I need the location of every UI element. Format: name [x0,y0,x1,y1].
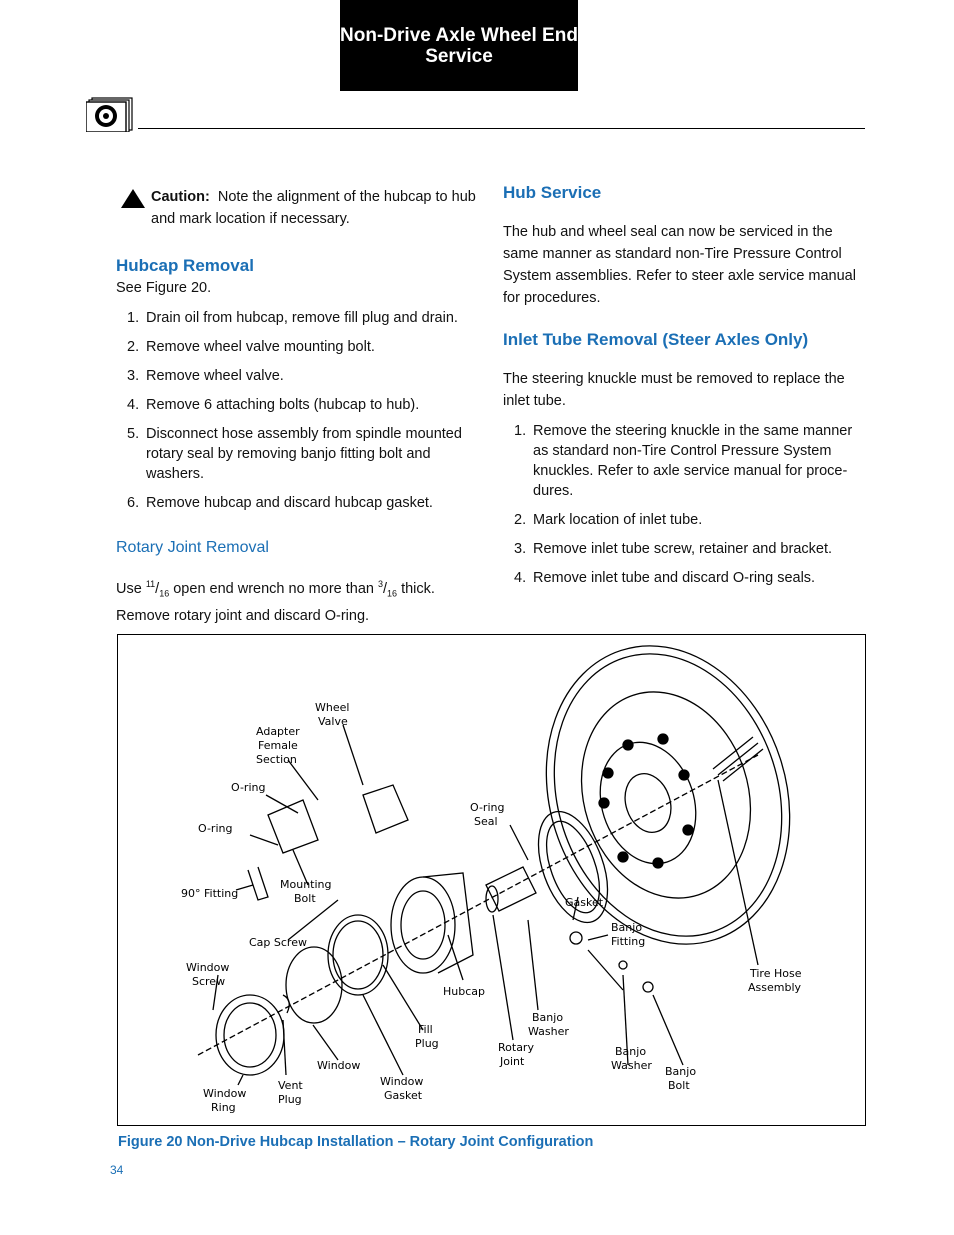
list-item: 4.Remove inlet tube and discard O-ring s… [514,570,816,586]
rotary-joint-heading: Rotary Joint Removal [116,539,269,556]
list-item: 2.Remove wheel valve mounting bolt. [127,339,375,355]
inlet-tube-text: The steering knuckle must be removed to … [503,371,845,409]
caution-text: Note the alignment of the hubcap to hub … [151,189,476,227]
section-title-box: Non-Drive Axle Wheel End Service [340,0,578,91]
wheel-logo-icon [86,97,133,132]
section-title-line2: Service [425,45,493,67]
list-item: 4.Remove 6 attaching bolts (hubcap to hu… [127,397,420,413]
right-column: Hub Service The hub and wheel seal can n… [503,182,858,588]
caution-label: Caution: [151,189,210,205]
rotary-joint-text: Use 11/16 open end wrench no more than 3… [116,579,435,624]
label-hubcap: Hubcap [443,985,485,998]
label-window: Window [317,1059,360,1072]
hubcap-removal-heading: Hubcap Removal [116,256,254,275]
list-item: 5.Disconnect hose assembly from spindle … [127,426,462,482]
inlet-steps: 1.Remove the steering knuckle in the sam… [503,421,858,588]
list-item: 6.Remove hubcap and discard hubcap gaske… [127,495,433,511]
hubcap-steps: 1.Drain oil from hubcap, remove fill plu… [116,308,476,513]
hub-service-text: The hub and wheel seal can now be servic… [503,224,856,306]
left-column: Caution: Note the alignment of the hubca… [116,186,476,627]
page-number: 34 [110,1163,124,1177]
wheel-disc [545,645,791,945]
list-item: 2.Mark location of inlet tube. [514,512,703,528]
hub-service-heading: Hub Service [503,183,602,202]
list-item: 3.Remove wheel valve. [127,368,284,384]
inlet-tube-heading: Inlet Tube Removal (Steer Axles Only) [503,330,809,349]
label-90-fitting: 90° Fitting [181,887,238,900]
list-item: 1.Drain oil from hubcap, remove fill plu… [127,310,458,326]
list-item: 1.Remove the steering knuckle in the sam… [514,423,853,499]
label-cap-screw: Cap Screw [249,936,307,949]
warning-triangle-icon [121,189,145,208]
list-item: 3.Remove inlet tube screw, retainer and … [514,541,833,557]
label-oring-2: O-ring [198,822,232,835]
figure-caption: Figure 20 Non-Drive Hubcap Installation … [118,1134,594,1150]
header-rule [138,128,865,129]
label-gasket: Gasket [565,896,604,909]
section-title-line1: Non-Drive Axle Wheel End [340,24,578,46]
caution-note: Caution: Note the alignment of the hubca… [116,186,476,230]
label-oring-1: O-ring [231,781,265,794]
hubcap-see-figure: See Figure 20. [116,280,212,296]
